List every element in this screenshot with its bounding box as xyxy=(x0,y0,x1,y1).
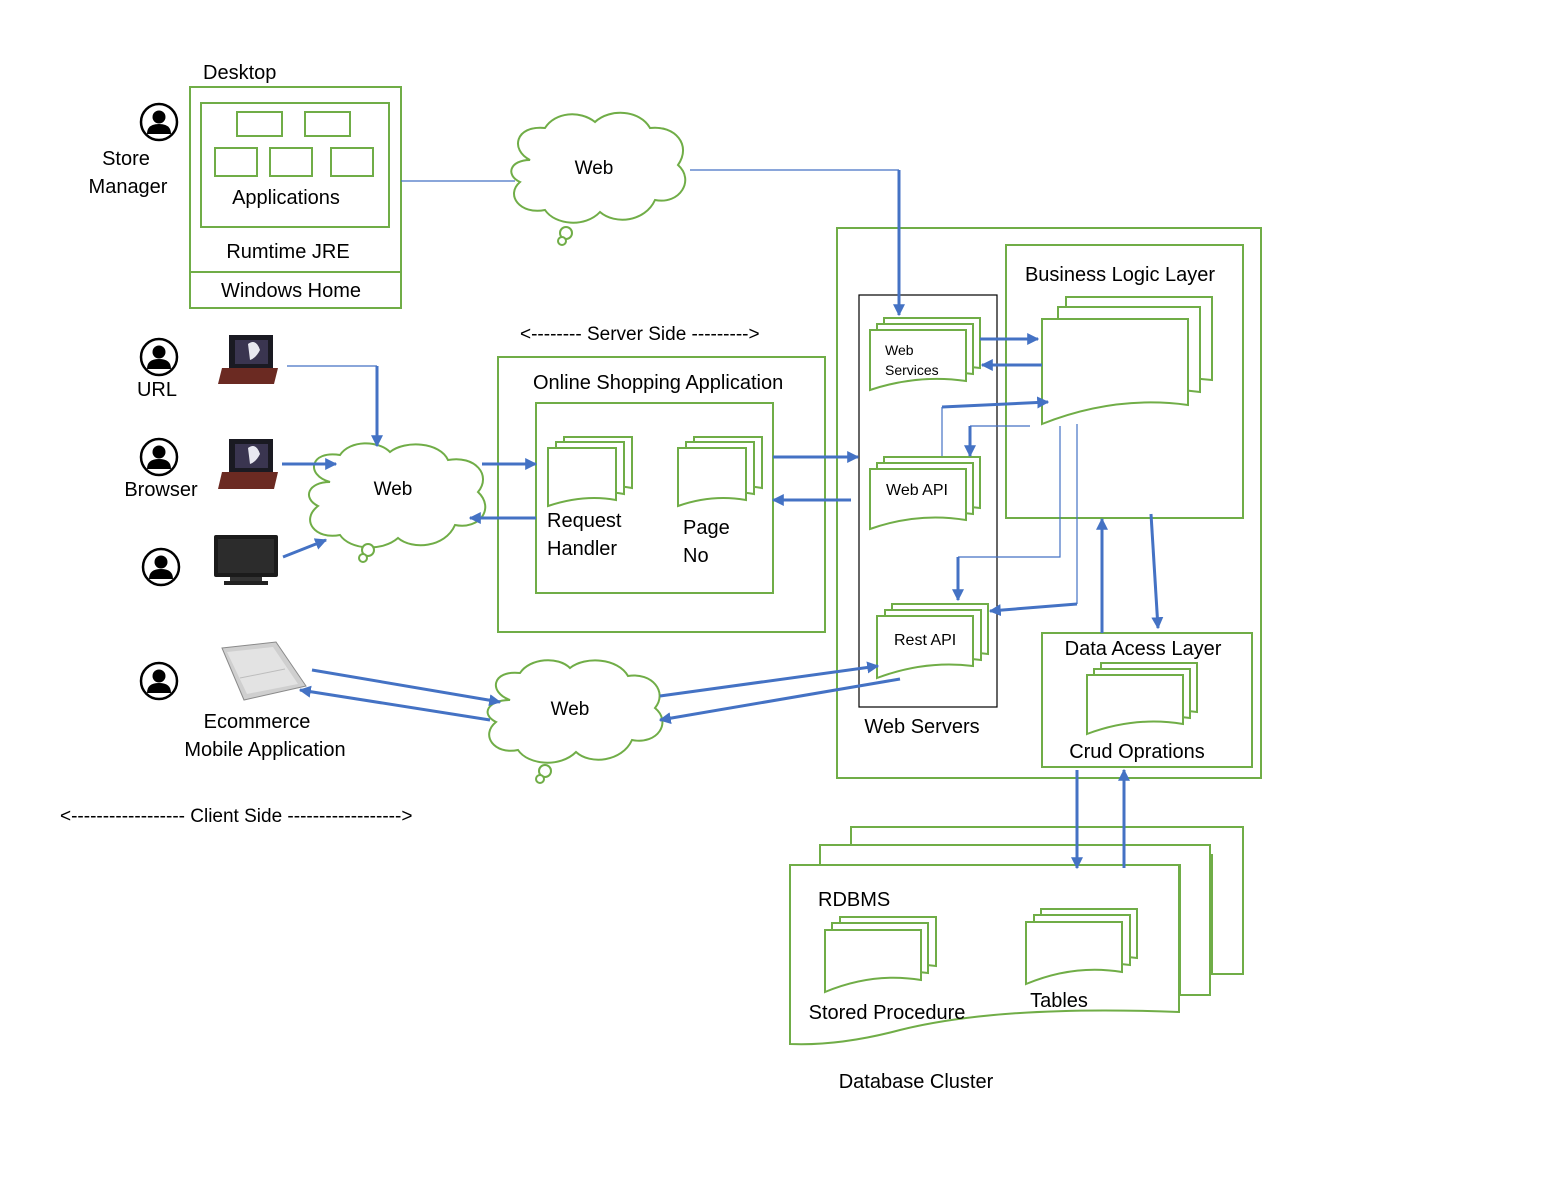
page-doc-icon xyxy=(677,436,763,508)
user-icon xyxy=(139,661,179,701)
connectors xyxy=(282,169,1164,870)
online-shopping-title: Online Shopping Application xyxy=(533,372,783,394)
online-shopping-block: Online Shopping Application Request Hand… xyxy=(497,356,826,633)
web-api-label: Web API xyxy=(886,482,948,499)
webapi-logic-arrow xyxy=(941,396,1050,409)
url-user-label: URL xyxy=(137,379,177,401)
rest-api-doc-icon xyxy=(876,603,989,680)
crud-doc-icon xyxy=(1086,662,1198,736)
database-cluster-label: Database Cluster xyxy=(839,1071,994,1093)
web-servers-block: Web Servers Web Services Web API Rest AP… xyxy=(858,294,998,738)
rest-cloud-arrow xyxy=(658,677,901,725)
stored-procedure-doc-icon xyxy=(824,916,937,994)
web-servers-frame xyxy=(858,294,998,708)
web-services-doc-icon xyxy=(869,317,981,392)
rest-logic-arrow xyxy=(988,602,1078,617)
cloud-bottom-label: Web xyxy=(551,699,590,720)
rdbms-label: RDBMS xyxy=(818,889,890,911)
cloud-icon xyxy=(510,111,687,246)
cloud-mobile-arrow xyxy=(298,685,491,722)
desktop-block: Desktop Applications Rumtime JRE Windows… xyxy=(189,62,402,309)
web-services-label-2: Services xyxy=(885,362,939,378)
data-access-title: Data Acess Layer xyxy=(1065,638,1222,660)
laptop-icon xyxy=(218,335,278,384)
mobile-app-label-2: Mobile Application xyxy=(184,739,345,761)
stored-procedure-label: Stored Procedure xyxy=(809,1002,966,1024)
app-window-2 xyxy=(304,111,351,137)
browser-user-label: Browser xyxy=(124,479,198,501)
business-logic-block: Business Logic Layer xyxy=(1005,244,1244,519)
web-api-doc-icon xyxy=(869,456,981,531)
cloud-icon xyxy=(486,659,664,784)
app-window-1 xyxy=(236,111,283,137)
logic-data-arrow xyxy=(1149,513,1164,630)
user-icon xyxy=(139,437,179,477)
tables-label: Tables xyxy=(1030,990,1088,1012)
cloud-middle-label: Web xyxy=(374,479,413,500)
cloud-rest-arrow xyxy=(659,661,880,698)
user-icon xyxy=(141,547,181,587)
server-side-label: <-------- Server Side ---------> xyxy=(520,324,760,345)
data-access-block: Data Acess Layer Crud Oprations xyxy=(1041,632,1253,768)
business-logic-title: Business Logic Layer xyxy=(1025,264,1215,286)
store-manager-label-2: Manager xyxy=(89,176,168,198)
request-handler-label-2: Handler xyxy=(547,538,617,560)
page-label-1: Page xyxy=(683,517,730,539)
request-handler-label-1: Request xyxy=(547,510,622,532)
cloud-icon xyxy=(307,442,487,563)
mobile-app-label-1: Ecommerce xyxy=(204,711,311,733)
cloud-top-label: Web xyxy=(575,158,614,179)
rest-api-label: Rest API xyxy=(894,632,956,649)
app-window-4 xyxy=(269,147,313,177)
business-logic-doc-icon xyxy=(1041,296,1213,426)
app-window-5 xyxy=(330,147,374,177)
user-icon xyxy=(139,337,179,377)
os-label: Windows Home xyxy=(221,280,361,302)
app-window-3 xyxy=(214,147,258,177)
web-services-label-1: Web xyxy=(885,342,914,358)
store-manager-label-1: Store xyxy=(102,148,150,170)
laptop-icon xyxy=(218,439,278,489)
tablet-icon xyxy=(221,641,307,701)
monitor-icon xyxy=(214,535,278,585)
monitor-cloud-arrow xyxy=(282,538,328,559)
page-label-2: No xyxy=(683,545,709,567)
runtime-label: Rumtime JRE xyxy=(226,241,349,263)
tables-doc-icon xyxy=(1025,908,1138,986)
user-icon xyxy=(139,102,179,142)
web-servers-title: Web Servers xyxy=(864,716,979,738)
crud-label: Crud Oprations xyxy=(1069,741,1205,763)
database-cluster-block: RDBMS Stored Procedure Tables Database C… xyxy=(789,826,1244,1093)
desktop-title: Desktop xyxy=(203,62,276,84)
request-handler-doc-icon xyxy=(547,436,633,508)
mobile-cloud-arrow xyxy=(311,668,502,707)
applications-label: Applications xyxy=(232,187,340,209)
logic-rest-line xyxy=(958,426,1061,558)
client-side-label: <------------------ Client Side --------… xyxy=(60,806,412,827)
